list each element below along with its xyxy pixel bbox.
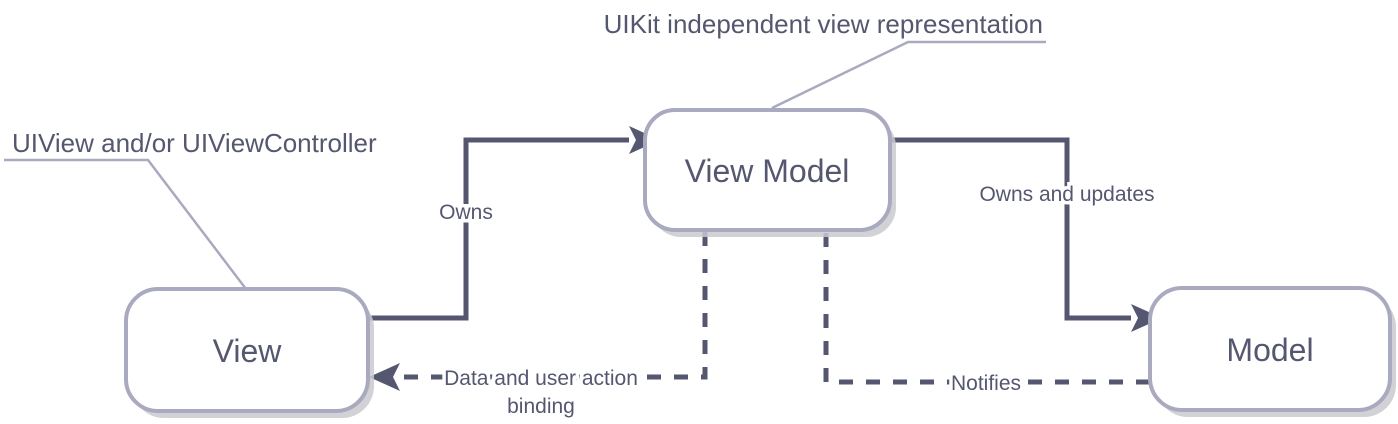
node-view[interactable]: View <box>124 287 374 418</box>
edge-label-owns-text: Owns <box>439 201 493 224</box>
edge-label-owns-and-updates-text: Owns and updates <box>979 183 1154 206</box>
node-view-model-box <box>643 108 892 232</box>
view-callout-leader-line <box>4 158 247 290</box>
node-model[interactable]: Model <box>1148 286 1396 417</box>
node-view-label: View <box>213 333 283 369</box>
edge-owns-and-updates-arrowhead <box>1131 304 1162 332</box>
callout-view-model-label: UIKit independent view representation <box>604 9 1043 39</box>
edge-label-notifies: Notifies <box>947 369 1024 399</box>
edge-label-data-binding: Data and user action binding <box>441 364 642 422</box>
view-model-callout-leader-line <box>771 40 1046 110</box>
edge-data-binding <box>369 232 708 391</box>
node-view-model[interactable]: View Model <box>643 108 896 237</box>
node-model-box <box>1148 286 1392 412</box>
callout-view-model: UIKit independent view representation <box>604 9 1043 39</box>
edge-data-binding-arrowhead <box>369 363 400 391</box>
edge-owns-and-updates <box>890 137 1162 332</box>
edge-label-owns: Owns <box>436 198 497 228</box>
edge-label-notifies-text: Notifies <box>951 372 1021 395</box>
node-view-model-label: View Model <box>685 153 850 189</box>
edge-label-data-binding-line2: binding <box>507 395 575 418</box>
callout-view: UIView and/or UIViewController <box>12 128 377 158</box>
edge-label-data-binding-line1: Data and user action <box>444 367 638 390</box>
edge-label-owns-and-updates: Owns and updates <box>976 180 1158 210</box>
node-view-box <box>124 287 370 413</box>
callout-view-label: UIView and/or UIViewController <box>12 128 377 158</box>
edge-owns <box>368 126 660 321</box>
node-model-label: Model <box>1226 332 1313 368</box>
